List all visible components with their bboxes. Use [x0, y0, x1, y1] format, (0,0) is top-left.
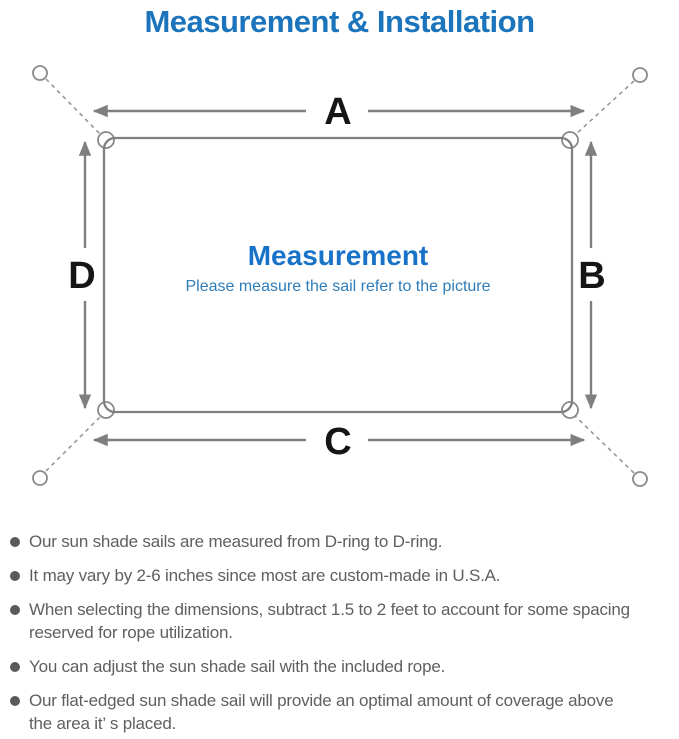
note-line: reserved for rope utilization.	[29, 623, 233, 642]
note-item: It may vary by 2-6 inches since most are…	[10, 564, 673, 587]
diagram-heading: Measurement	[248, 240, 429, 271]
page-title: Measurement & Installation	[144, 4, 535, 39]
d-ring-icon-bottom-right	[561, 401, 579, 419]
bullet-icon	[10, 537, 20, 547]
note-line: It may vary by 2-6 inches since most are…	[29, 566, 501, 585]
bullet-icon	[10, 696, 20, 706]
note-item: Our flat-edged sun shade sail will provi…	[10, 689, 673, 735]
note-line: Our flat-edged sun shade sail will provi…	[29, 691, 614, 710]
anchor-point-icon-bottom-right	[632, 471, 648, 487]
dimension-label-a: A	[324, 91, 351, 133]
anchor-point-icon-top-right	[632, 67, 648, 83]
d-ring-icon-bottom-left	[97, 401, 115, 419]
bullet-icon	[10, 662, 20, 672]
diagram-subtitle: Please measure the sail refer to the pic…	[185, 278, 490, 295]
notes-list: Our sun shade sails are measured from D-…	[0, 506, 679, 735]
bullet-icon	[10, 605, 20, 615]
note-line: the area it’ s placed.	[29, 714, 177, 733]
rope-line-bottom-left	[45, 415, 102, 472]
sail-outline	[102, 136, 574, 414]
note-item: When selecting the dimensions, subtract …	[10, 598, 673, 644]
d-ring-icon-top-right	[561, 131, 579, 149]
note-line: Our sun shade sails are measured from D-…	[29, 532, 443, 551]
d-ring-icon-top-left	[97, 131, 115, 149]
rope-line-top-left	[45, 78, 102, 136]
dimension-label-c: C	[324, 421, 351, 463]
anchor-point-icon-top-left	[32, 65, 48, 81]
bullet-icon	[10, 571, 20, 581]
note-item: Our sun shade sails are measured from D-…	[10, 530, 673, 553]
rope-line-bottom-right	[574, 415, 635, 474]
note-line: You can adjust the sun shade sail with t…	[29, 657, 446, 676]
dimension-label-d: D	[68, 255, 95, 297]
sail-measurement-diagram: A C D B Measurement Please measure the s…	[32, 65, 648, 487]
note-item: You can adjust the sun shade sail with t…	[10, 655, 673, 678]
note-line: When selecting the dimensions, subtract …	[29, 600, 630, 619]
anchor-point-icon-bottom-left	[32, 470, 48, 486]
dimension-label-b: B	[578, 255, 605, 297]
rope-line-top-right	[574, 80, 635, 136]
